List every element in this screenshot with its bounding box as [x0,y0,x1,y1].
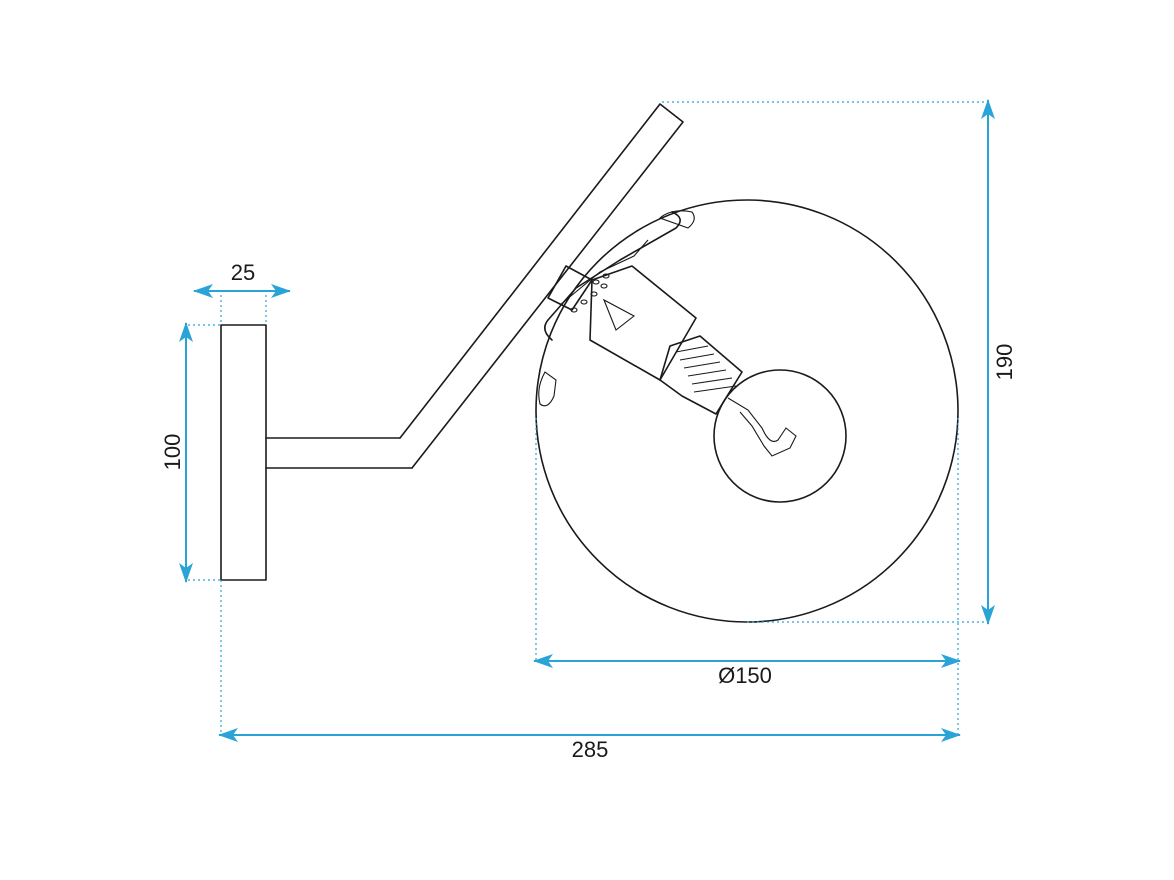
total-height-label: 190 [992,344,1017,381]
socket-clip [602,298,636,331]
light-bulb [713,369,847,503]
holder-tab-left [538,371,557,407]
glass-globe [535,199,959,623]
holder-inner [559,239,649,306]
socket-collar [547,265,593,311]
lamp-outline [220,103,959,623]
screw-threads [675,345,737,393]
globe-diameter-label: Ø150 [718,663,772,688]
socket-body [589,265,697,381]
wall-plate [220,324,267,581]
plate-height-label: 100 [160,434,185,471]
diagonal-rod [399,103,684,469]
dimension-annotations: 25 100 190 Ø150 285 [160,99,1017,762]
bulb-screw-base [659,335,743,415]
holder-tab-top [658,210,695,229]
bulb-filament [727,397,797,457]
vent-holes [570,273,610,313]
plate-depth-label: 25 [231,260,255,285]
total-length-label: 285 [572,737,609,762]
